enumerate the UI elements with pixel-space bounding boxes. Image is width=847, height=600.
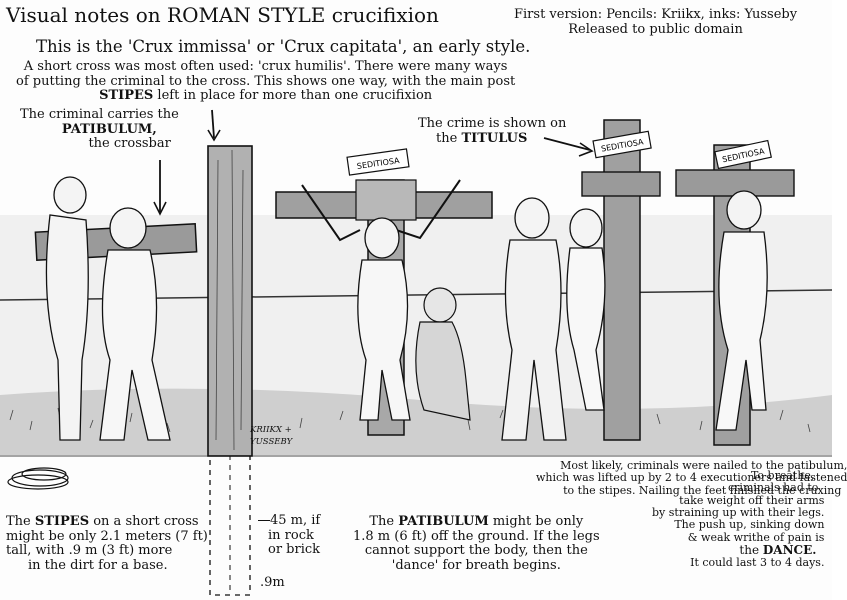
titulus-cross-scene: SEDITIOSA (501, 119, 661, 441)
stipes-size-annotation: The STIPES on a short cross might be onl… (6, 514, 208, 573)
titulus-arrowhead (578, 142, 594, 157)
page-title: Visual notes on ROMAN STYLE crucifixion (6, 3, 439, 27)
subtitle: This is the 'Crux immissa' or 'Crux capi… (36, 37, 531, 56)
middle-cross-scene: SEDITIOSA (275, 148, 493, 436)
titulus-arrow (543, 137, 591, 151)
depth-base-label: .9m (260, 575, 285, 590)
stipes-arrow (211, 109, 215, 139)
buried-stipes-outline (209, 454, 251, 596)
patibulum-height-annotation: The PATIBULUM might be only 1.8 m (6 ft)… (353, 514, 600, 573)
rope-coil (7, 467, 69, 490)
intro-text: A short cross was most often used: 'crux… (16, 59, 516, 104)
artist-signature: KRIIKX +YUSSEBY (250, 425, 293, 447)
credits-line-artists: First version: Pencils: Kriikx, inks: Yu… (514, 7, 798, 22)
patibulum-carrier-scene (34, 176, 198, 441)
depth-annotation: 45 m, if in rock or brick (258, 513, 320, 558)
nailing-annotation: Most likely, criminals were nailed to th… (536, 459, 847, 497)
credits-line-license: Released to public domain (568, 21, 743, 37)
patibulum-annotation: The criminal carries the PATIBULUM, the … (20, 107, 179, 152)
dance-cross-scene: SEDITIOSA (675, 139, 795, 446)
patibulum-arrowhead (153, 201, 167, 216)
titulus-annotation: The crime is shown on the TITULUS (418, 116, 567, 146)
dance-annotation: To breathe, criminals had to take weight… (652, 469, 825, 570)
stipes-arrowhead (207, 129, 221, 142)
main-stipes-post (207, 145, 253, 457)
credits: First version: Pencils: Kriikx, inks: Yu… (514, 7, 798, 37)
